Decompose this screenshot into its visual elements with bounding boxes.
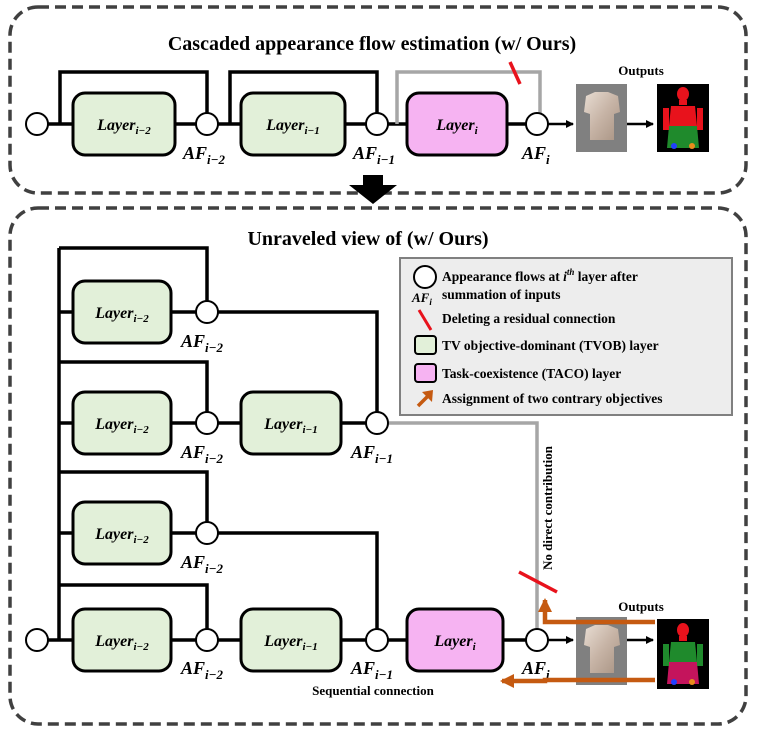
top-layer-i-2-box (71, 91, 177, 157)
top-af-node-i (525, 112, 549, 136)
top-input-node (25, 112, 49, 136)
row3-layer-i-2-label: Layeri−2 (94, 526, 149, 546)
row4-af-label-i: AFi (521, 658, 550, 682)
row2-af-node-i-2 (195, 411, 219, 435)
legend-item-appearance-flows: Appearance flows at ith layer after (442, 267, 638, 284)
top-layer-i-1-box (239, 91, 347, 157)
row4-layer-i-box (405, 607, 505, 673)
top-parsing-image (657, 84, 709, 152)
row2-layer-i-2-label: Layeri−2 (94, 416, 149, 436)
bottom-input-node (25, 628, 49, 652)
no-direct-contribution-label: No direct contribution (540, 445, 555, 570)
row1-af-label-i-2: AFi−2 (180, 331, 224, 355)
bottom-outputs-label: Outputs (618, 599, 664, 614)
bottom-deleted-residual-mark (518, 570, 558, 594)
legend-item-taco: Task-coexistence (TACO) layer (442, 366, 621, 381)
row1-af-node-i-2 (195, 300, 219, 324)
legend-af-label: AFi (411, 290, 432, 307)
legend-item-tvob: TV objective-dominant (TVOB) layer (442, 338, 659, 353)
row4-layer-i-2-label: Layeri−2 (94, 633, 149, 653)
row1-layer-i-2-box (71, 279, 173, 345)
row4-layer-i-1-box (239, 607, 343, 673)
legend-item-assignment: Assignment of two contrary objectives (442, 391, 662, 406)
bottom-panel-title: Unraveled view of (w/ Ours) (247, 228, 488, 250)
top-layer-i-label: Layeri (435, 117, 478, 137)
transition-down-arrow (349, 175, 397, 204)
top-panel-border (8, 5, 748, 195)
top-af-label-i-1: AFi−1 (352, 143, 395, 167)
top-af-label-i-2: AFi−2 (182, 143, 226, 167)
top-warped-garment-image (576, 84, 627, 152)
top-panel-title: Cascaded appearance flow estimation (w/ … (168, 33, 576, 55)
orange-arrow-tvob (538, 598, 655, 625)
row4-af-label-i-1: AFi−1 (350, 658, 393, 682)
top-af-node-i-1 (365, 112, 389, 136)
top-wires (48, 70, 526, 126)
top-af-label-i: AFi (521, 143, 550, 167)
bottom-wires (48, 246, 526, 642)
legend-circle-node-icon (413, 265, 437, 289)
row4-af-node-i (525, 628, 549, 652)
bottom-warped-garment-image (576, 617, 627, 685)
row4-layer-i-1-label: Layeri−1 (263, 633, 317, 653)
row1-layer-i-2-label: Layeri−2 (94, 305, 149, 325)
legend-red-slash-icon (417, 309, 433, 331)
bottom-residual-connection (388, 421, 539, 629)
legend-item-appearance-flows-line2: summation of inputs (442, 287, 561, 302)
row2-af-label-i-2: AFi−2 (180, 442, 224, 466)
legend-orange-arrow-shaft (416, 394, 430, 408)
row2-layer-i-1-box (239, 390, 343, 456)
row4-af-label-i-2: AFi−2 (180, 658, 224, 682)
top-outputs-label: Outputs (618, 63, 664, 78)
legend-orange-arrow-icon (422, 390, 433, 402)
row3-af-node-i-2 (195, 521, 219, 545)
top-residual-connection (395, 70, 542, 124)
row2-af-label-i-1: AFi−1 (350, 442, 393, 466)
top-deleted-residual-mark (508, 61, 522, 85)
row4-layer-i-2-box (71, 607, 173, 673)
row3-layer-i-2-box (71, 500, 173, 566)
top-af-node-i-2 (195, 112, 219, 136)
row2-af-node-i-1 (365, 411, 389, 435)
row3-af-label-i-2: AFi−2 (180, 552, 224, 576)
orange-arrow-taco (500, 674, 655, 688)
top-layer-i-box (405, 91, 509, 157)
legend-green-box-icon (414, 335, 437, 355)
row4-af-node-i-2 (195, 628, 219, 652)
legend-box (399, 257, 733, 416)
legend-pink-box-icon (414, 363, 437, 383)
top-layer-i-2-label: Layeri−2 (96, 117, 151, 137)
row2-layer-i-2-box (71, 390, 173, 456)
top-layer-i-1-label: Layeri−1 (265, 117, 319, 137)
bottom-panel-border (8, 206, 748, 726)
row4-layer-i-label: Layeri (433, 633, 476, 653)
row2-layer-i-1-label: Layeri−1 (263, 416, 317, 436)
row4-af-node-i-1 (365, 628, 389, 652)
sequential-connection-label: Sequential connection (312, 683, 434, 698)
bottom-parsing-image (657, 619, 709, 689)
legend-item-deleting-residual: Deleting a residual connection (442, 311, 616, 326)
